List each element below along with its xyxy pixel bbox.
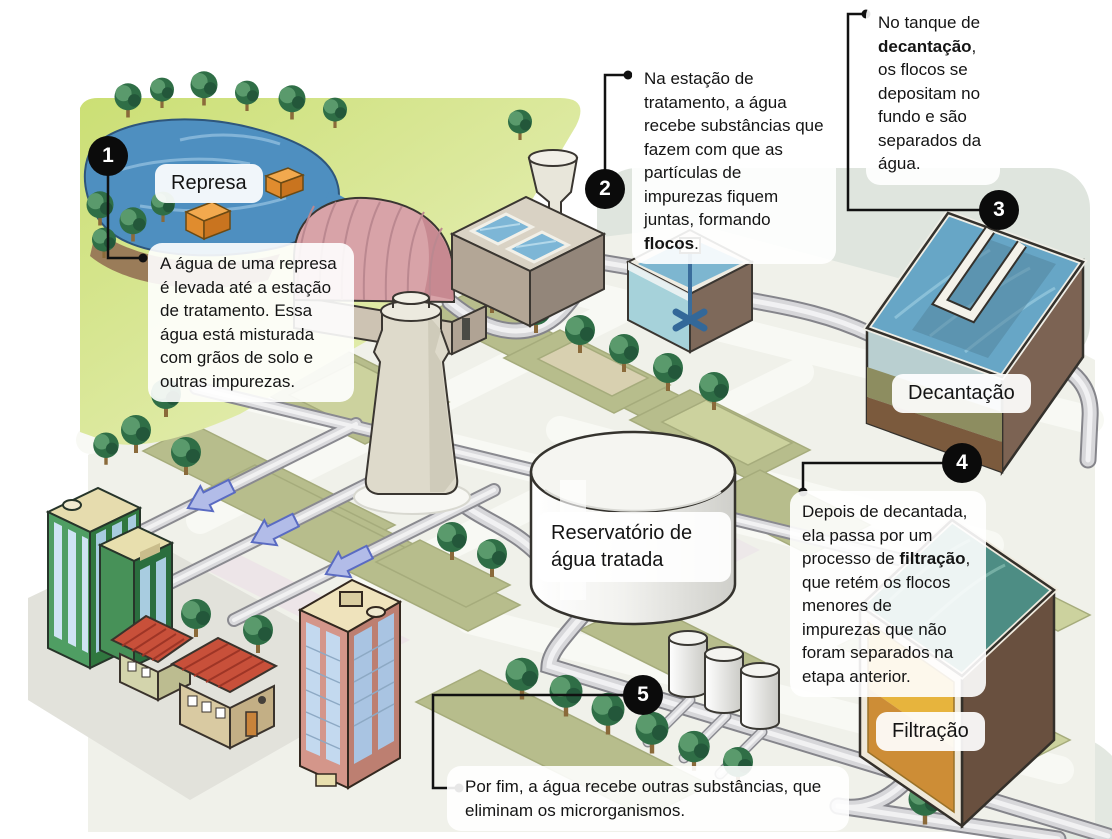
callout-step-2: Na estação de tratamento, a água recebe … (632, 58, 836, 264)
houses (110, 614, 279, 750)
callout-step-3: No tanque de decantação, os flocos se de… (866, 2, 1000, 185)
step-badge-2: 2 (585, 169, 625, 209)
step-badge-4: 4 (942, 443, 982, 483)
callout-step-4: Depois de decantada, ela passa por um pr… (790, 491, 986, 697)
step-badge-5: 5 (623, 675, 663, 715)
treated-water-reservoir (529, 430, 737, 626)
dosing-cylinders (668, 630, 780, 730)
funnel-tower (353, 291, 471, 515)
hopper-tower (527, 149, 579, 225)
impeller-icon (672, 308, 708, 332)
step-badge-1: 1 (88, 136, 128, 176)
label-filtracao: Filtração (876, 712, 985, 751)
residential-tower (297, 578, 403, 790)
callout-step-1: A água de uma represa é levada até a est… (148, 243, 354, 402)
step-badge-3: 3 (979, 190, 1019, 230)
mixing-basins-tank (449, 195, 607, 328)
decantation-channel (933, 227, 1026, 321)
callout-step-5: Por fim, a água recebe outras substância… (447, 766, 849, 831)
label-represa: Represa (155, 164, 263, 203)
label-reservatorio: Reservatório de água tratada (537, 512, 731, 582)
label-decantacao: Decantação (892, 374, 1031, 413)
